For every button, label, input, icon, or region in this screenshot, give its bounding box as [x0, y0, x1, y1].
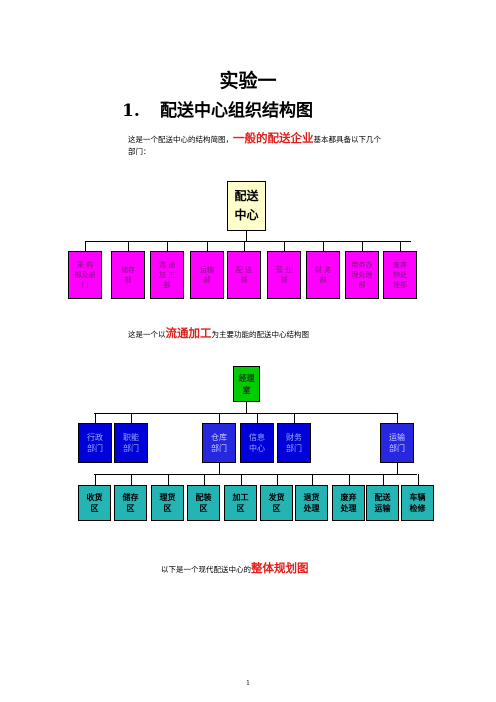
- chart2-connector: [95, 413, 96, 423]
- chart2-area-node: 加工 区: [224, 485, 257, 521]
- chart1-department-node: 流 通 加 工 部: [150, 251, 184, 299]
- chart2-area-node: 配送 运输: [366, 485, 399, 521]
- para3-text: 以下是一个现代配送中心的: [161, 565, 251, 574]
- chart2-connector: [276, 474, 278, 485]
- para2-text: 这是一个以: [128, 330, 166, 339]
- chart2-connector: [94, 474, 417, 475]
- chart1-root-node: 配送 中心: [227, 181, 266, 231]
- chart1-connector: [246, 231, 247, 241]
- chart1-department-node: 商务办 理处理 部: [345, 251, 379, 299]
- chart2-area-node: 理货 区: [151, 485, 184, 521]
- chart2-connector: [131, 413, 132, 423]
- chart2-root-node: 经理 室: [233, 366, 260, 402]
- chart2-caption: 这是一个以流通加工为主要功能的配送中心结构图: [128, 327, 309, 341]
- intro-paragraph: 这是一个配送中心的结构简图，一般的配送企业基本都具备以下几个 部门：: [128, 132, 381, 158]
- chart2-connector: [203, 474, 205, 485]
- chart2-department-node: 信息 中心: [240, 423, 274, 463]
- chart2-department-node: 职能 部门: [114, 423, 148, 463]
- chart1-connector: [362, 241, 363, 251]
- chart1-connector: [323, 241, 324, 251]
- para2-text-end: 为主要功能的配送中心结构图: [211, 330, 310, 339]
- para1-line2: 部门：: [128, 147, 151, 156]
- chart2-department-node: 财务 部门: [277, 423, 311, 463]
- chart2-connector: [130, 474, 132, 485]
- para1-text-end: 基本都具备以下几个: [313, 135, 382, 144]
- chart2-area-node: 废弃 处理: [332, 485, 365, 521]
- chart2-connector: [397, 413, 398, 423]
- chart1-department-node: 财 务 部: [306, 251, 340, 299]
- chart2-connector: [219, 413, 220, 423]
- chart2-connector: [397, 463, 398, 474]
- chart2-connector: [294, 413, 295, 423]
- chart1-connector: [244, 241, 245, 251]
- section-number: 1.: [122, 101, 140, 121]
- chart2-area-node: 发货 区: [260, 485, 293, 521]
- para3-emphasis: 整体规划图: [251, 561, 309, 575]
- chart2-area-node: 收货 区: [78, 485, 111, 521]
- chart2-area-node: 配装 区: [187, 485, 220, 521]
- chart1-department-node: 配 送 部: [227, 251, 261, 299]
- chart2-connector: [94, 474, 96, 485]
- chart2-connector: [167, 474, 169, 485]
- page-number: 1: [246, 680, 250, 687]
- chart2-connector: [382, 474, 384, 485]
- para1-emphasis: 一般的配送企业: [233, 131, 314, 145]
- chart2-connector: [311, 474, 313, 485]
- chart2-connector: [94, 413, 397, 414]
- plan-caption: 以下是一个现代配送中心的整体规划图: [161, 562, 309, 576]
- chart2-connector: [348, 474, 350, 485]
- document-title: 实验一: [219, 70, 277, 92]
- chart1-connector: [284, 241, 285, 251]
- chart2-area-node: 车辆 检修: [401, 485, 434, 521]
- chart1-department-node: 运输 部: [190, 251, 224, 299]
- chart1-department-node: 营 业 部: [267, 251, 301, 299]
- chart1-connector: [207, 241, 208, 251]
- chart2-department-node: 运输 部门: [380, 423, 414, 463]
- chart1-connector: [128, 241, 129, 251]
- para2-emphasis: 流通加工: [165, 326, 212, 340]
- section-heading: 1. 配送中心组织结构图: [122, 96, 313, 121]
- chart1-connector: [86, 241, 411, 242]
- chart1-department-node: 废弃 物处 理部: [383, 251, 417, 299]
- chart1-department-node: 储存 部: [111, 251, 145, 299]
- chart1-connector: [167, 241, 168, 251]
- chart1-connector: [85, 241, 86, 251]
- chart1-department-node: 采 购 部及部 门: [68, 251, 102, 299]
- section-title: 配送中心组织结构图: [160, 101, 313, 121]
- chart2-area-node: 退货 处理: [295, 485, 328, 521]
- chart2-connector: [257, 413, 258, 423]
- chart2-connector: [246, 402, 247, 413]
- chart2-area-node: 储存 区: [114, 485, 147, 521]
- chart1-connector: [400, 241, 401, 251]
- chart2-connector: [417, 474, 419, 485]
- chart2-department-node: 仓库 部门: [202, 423, 236, 463]
- para1-text: 这是一个配送中心的结构简图，: [128, 135, 233, 144]
- chart2-connector: [240, 474, 242, 485]
- chart2-department-node: 行政 部门: [78, 423, 112, 463]
- chart2-connector: [219, 463, 220, 474]
